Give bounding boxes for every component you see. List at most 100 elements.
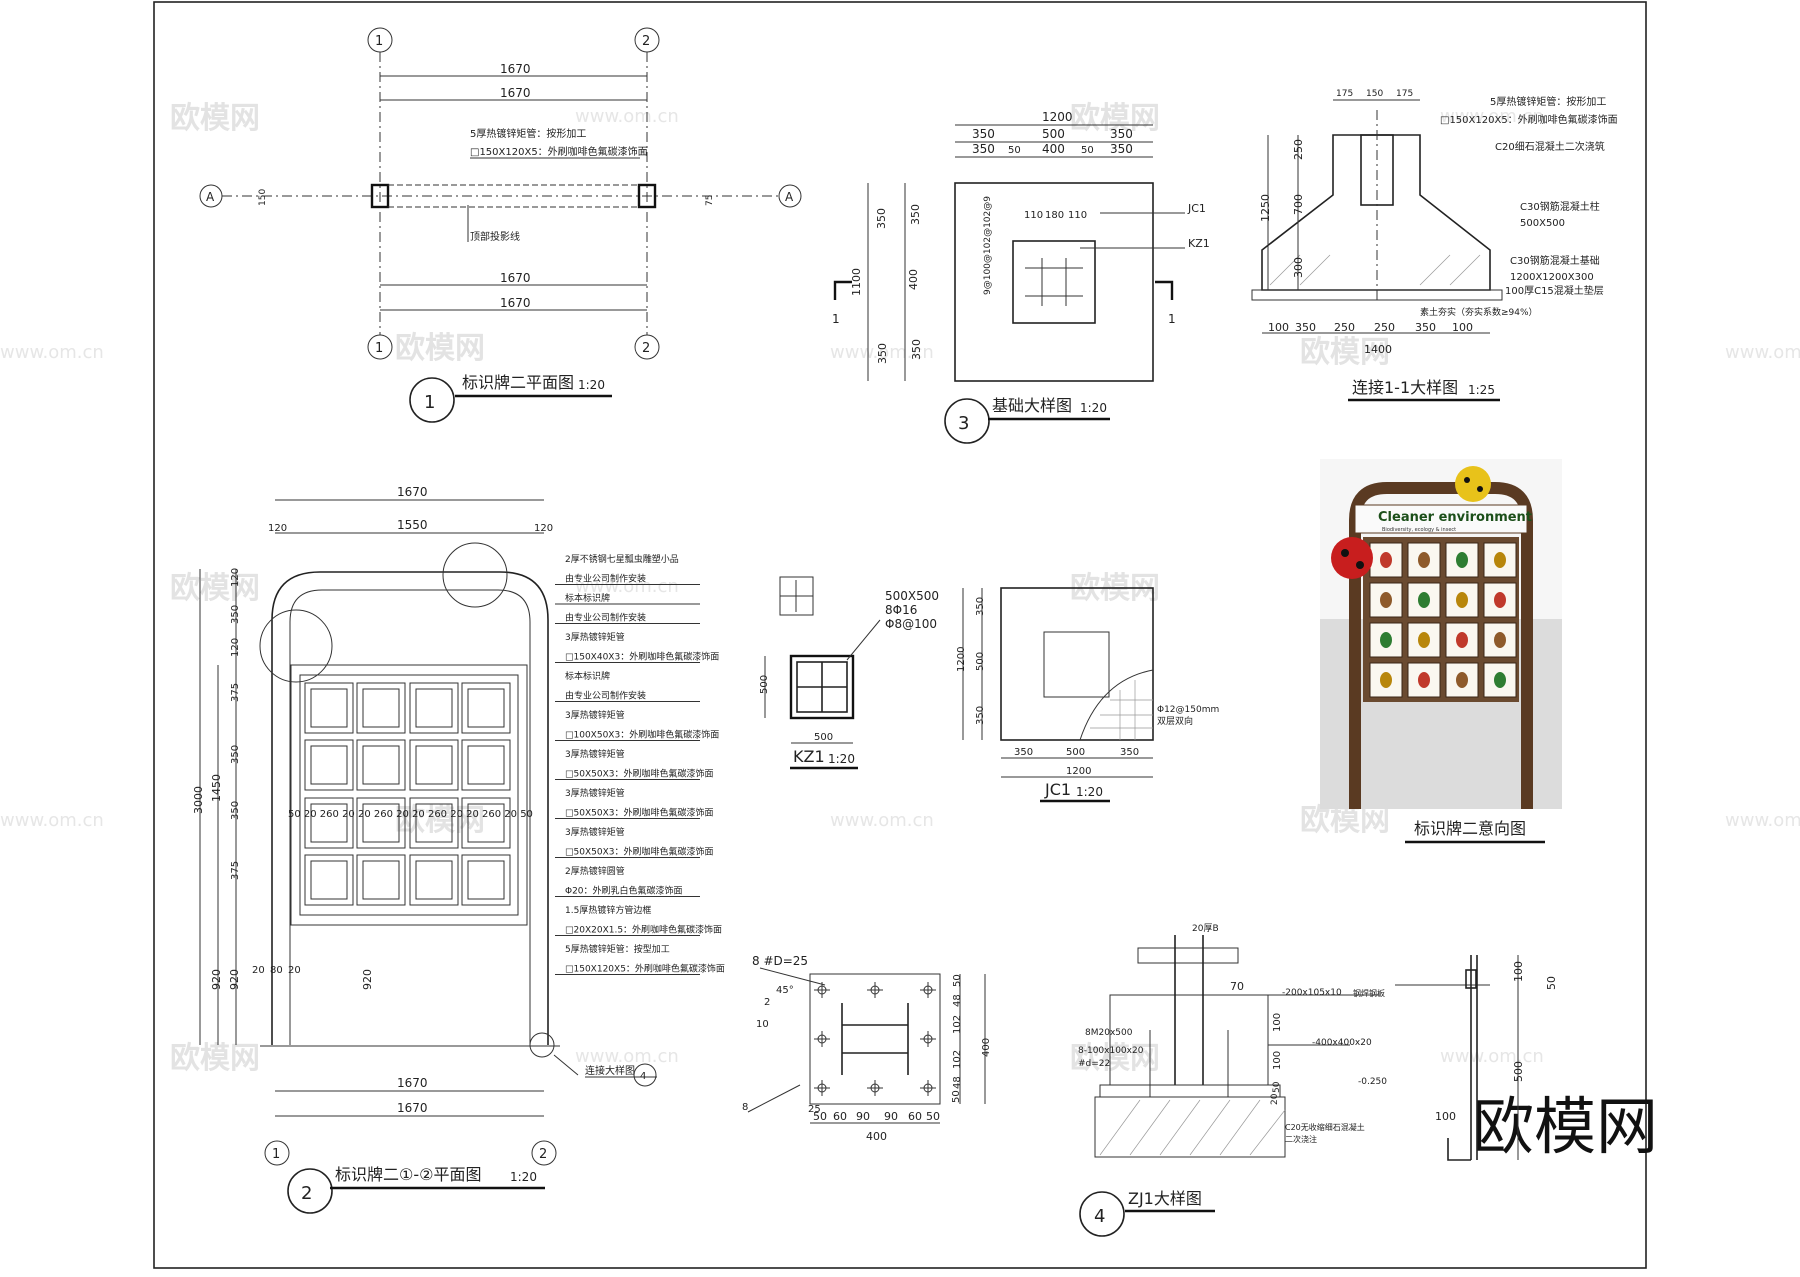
specimen-cell bbox=[1369, 582, 1403, 618]
zj1-note: 70 bbox=[1230, 980, 1244, 993]
dim-text: 350 bbox=[975, 706, 986, 725]
specimen-insect bbox=[1456, 632, 1468, 648]
panel-pane-inner bbox=[310, 860, 348, 900]
kz1-section: 500X500 8Φ16 Φ8@100 500 500 KZ1 1:20 bbox=[759, 576, 939, 770]
dim-text: 350 bbox=[1110, 127, 1133, 141]
dim-text: 375 bbox=[230, 683, 241, 702]
dim-text: 500 bbox=[1066, 747, 1085, 758]
dim-text: 700 bbox=[1292, 194, 1305, 215]
dim-text: 350 bbox=[875, 208, 888, 229]
specimen-grid bbox=[1369, 542, 1517, 698]
watermark-url: www.om.cn bbox=[830, 810, 934, 831]
dim-text: 100 bbox=[1512, 961, 1525, 982]
section-mark: 1 bbox=[1168, 312, 1176, 326]
ladybug-red bbox=[1331, 537, 1373, 579]
view-title: ZJ1大样图 bbox=[1128, 1189, 1202, 1208]
dim-text: 1670 bbox=[500, 271, 531, 285]
dim-text: 48 bbox=[952, 1076, 963, 1089]
dim-text: 102 bbox=[952, 1015, 963, 1034]
dim-text: 50 bbox=[952, 974, 963, 987]
dim-text: 100 bbox=[1268, 321, 1289, 334]
jc1-rebar: Φ12@150mm bbox=[1157, 705, 1219, 715]
jc1-section: Φ12@150mm 双层双向 350 500 350 1200 1200 350… bbox=[956, 587, 1219, 803]
elevation-notes: 2厚不锈钢七星瓢虫雕塑小品由专业公司制作安装标本标识牌由专业公司制作安装3厚热镀… bbox=[555, 553, 725, 975]
dim-text: 100 bbox=[1452, 321, 1473, 334]
ladybug-yellow bbox=[1455, 466, 1491, 502]
dim-text: 350 bbox=[1415, 321, 1436, 334]
frame-outer bbox=[271, 571, 549, 1045]
specimen-insect bbox=[1494, 672, 1506, 688]
grid-label: 2 bbox=[539, 1147, 547, 1162]
elevation-note: 3厚热镀锌矩管 bbox=[565, 787, 625, 799]
grid-bubble-1 bbox=[264, 1140, 290, 1166]
intent-render: Cleaner environment Biodiversity, ecolog… bbox=[1320, 459, 1562, 844]
panel-pane bbox=[304, 682, 354, 734]
watermark-url: www.om.cn bbox=[1725, 810, 1800, 831]
dim-text: 120 bbox=[230, 638, 241, 657]
panel-inner bbox=[299, 674, 519, 916]
dim-text: 60 bbox=[833, 1110, 847, 1123]
dim-text: 350 bbox=[1110, 142, 1133, 156]
dim-text: 300 bbox=[1292, 257, 1305, 278]
elevation-note: □50X50X3：外刷咖啡色氟碳漆饰面 bbox=[565, 846, 713, 858]
dim-text: 150 bbox=[1366, 89, 1383, 99]
specimen-insect bbox=[1418, 632, 1430, 648]
watermark-url: www.om.cn bbox=[575, 106, 679, 127]
dim-text: 50 bbox=[951, 1090, 962, 1103]
dim-text: 50 bbox=[1081, 145, 1094, 156]
note-text: 顶部投影线 bbox=[470, 230, 520, 243]
specimen-insect bbox=[1494, 632, 1506, 648]
dim-text: 150 bbox=[258, 189, 268, 206]
dim-text: 400 bbox=[1042, 142, 1065, 156]
panel-pane bbox=[356, 682, 406, 734]
dim-text: 1200 bbox=[1042, 110, 1073, 124]
dim-text: 350 bbox=[972, 142, 995, 156]
specimen-insect bbox=[1380, 672, 1392, 688]
view-number: 4 bbox=[1094, 1206, 1105, 1227]
dim-text: 110 bbox=[1068, 210, 1087, 221]
dim-text: 400 bbox=[981, 1038, 992, 1057]
dim-text: 50 bbox=[1008, 145, 1021, 156]
callout-number: 4 bbox=[640, 1071, 646, 1082]
dim-text: 100 bbox=[1272, 1013, 1283, 1032]
dim-text: 350 bbox=[909, 204, 922, 225]
specimen-insect bbox=[1456, 552, 1468, 568]
panel-pane-inner bbox=[310, 803, 348, 843]
view-scale: 1:20 bbox=[828, 752, 855, 766]
dim-text: 1100 bbox=[850, 268, 863, 296]
jc1-rebar2: 双层双向 bbox=[1157, 715, 1193, 727]
dim-text: 350 bbox=[910, 339, 923, 360]
jc1-outline bbox=[1000, 587, 1154, 741]
dim-text: 110 bbox=[1024, 210, 1043, 221]
post-section bbox=[637, 183, 657, 209]
dim-text: 50 bbox=[1272, 1081, 1282, 1093]
panel-pane-inner bbox=[467, 860, 505, 900]
grid-label: 2 bbox=[642, 34, 650, 49]
dim-text: 1200 bbox=[1066, 766, 1091, 777]
watermark-url: www.om.cn bbox=[1725, 342, 1800, 363]
grid-label: 2 bbox=[642, 341, 650, 356]
dim-text: 20 bbox=[1270, 1093, 1280, 1105]
bolt-holes bbox=[814, 982, 936, 1096]
kz1-outline bbox=[789, 654, 855, 720]
dim-text: 400 bbox=[907, 269, 920, 290]
connection-section: 175 150 175 1250 250 700 300 100 350 250… bbox=[1251, 89, 1618, 402]
zj1-note: 8M20x500 bbox=[1085, 1028, 1133, 1038]
view-scale: 1:25 bbox=[1468, 383, 1495, 397]
watermark-url: www.om.cn bbox=[575, 576, 679, 597]
view-scale: 1:20 bbox=[1076, 785, 1103, 799]
specimen-insect bbox=[1494, 552, 1506, 568]
panel-pane-inner bbox=[467, 803, 505, 843]
panel-pane-inner bbox=[415, 860, 453, 900]
dim-text: 500 bbox=[1512, 1061, 1525, 1082]
elevation-note: □20X20X1.5：外刷咖啡色氟碳漆饰面 bbox=[565, 924, 722, 936]
view-number-circle bbox=[944, 398, 990, 444]
panel-pane-inner bbox=[362, 860, 400, 900]
dim-text: 90 bbox=[884, 1110, 898, 1123]
dim-text: 9@100@102@102@9 bbox=[983, 196, 993, 295]
watermark-url: www.om.cn bbox=[830, 342, 934, 363]
zj1-footing bbox=[1094, 1096, 1286, 1158]
dim-text: 1450 bbox=[210, 774, 223, 802]
dim-text: 100 bbox=[1272, 1051, 1283, 1070]
